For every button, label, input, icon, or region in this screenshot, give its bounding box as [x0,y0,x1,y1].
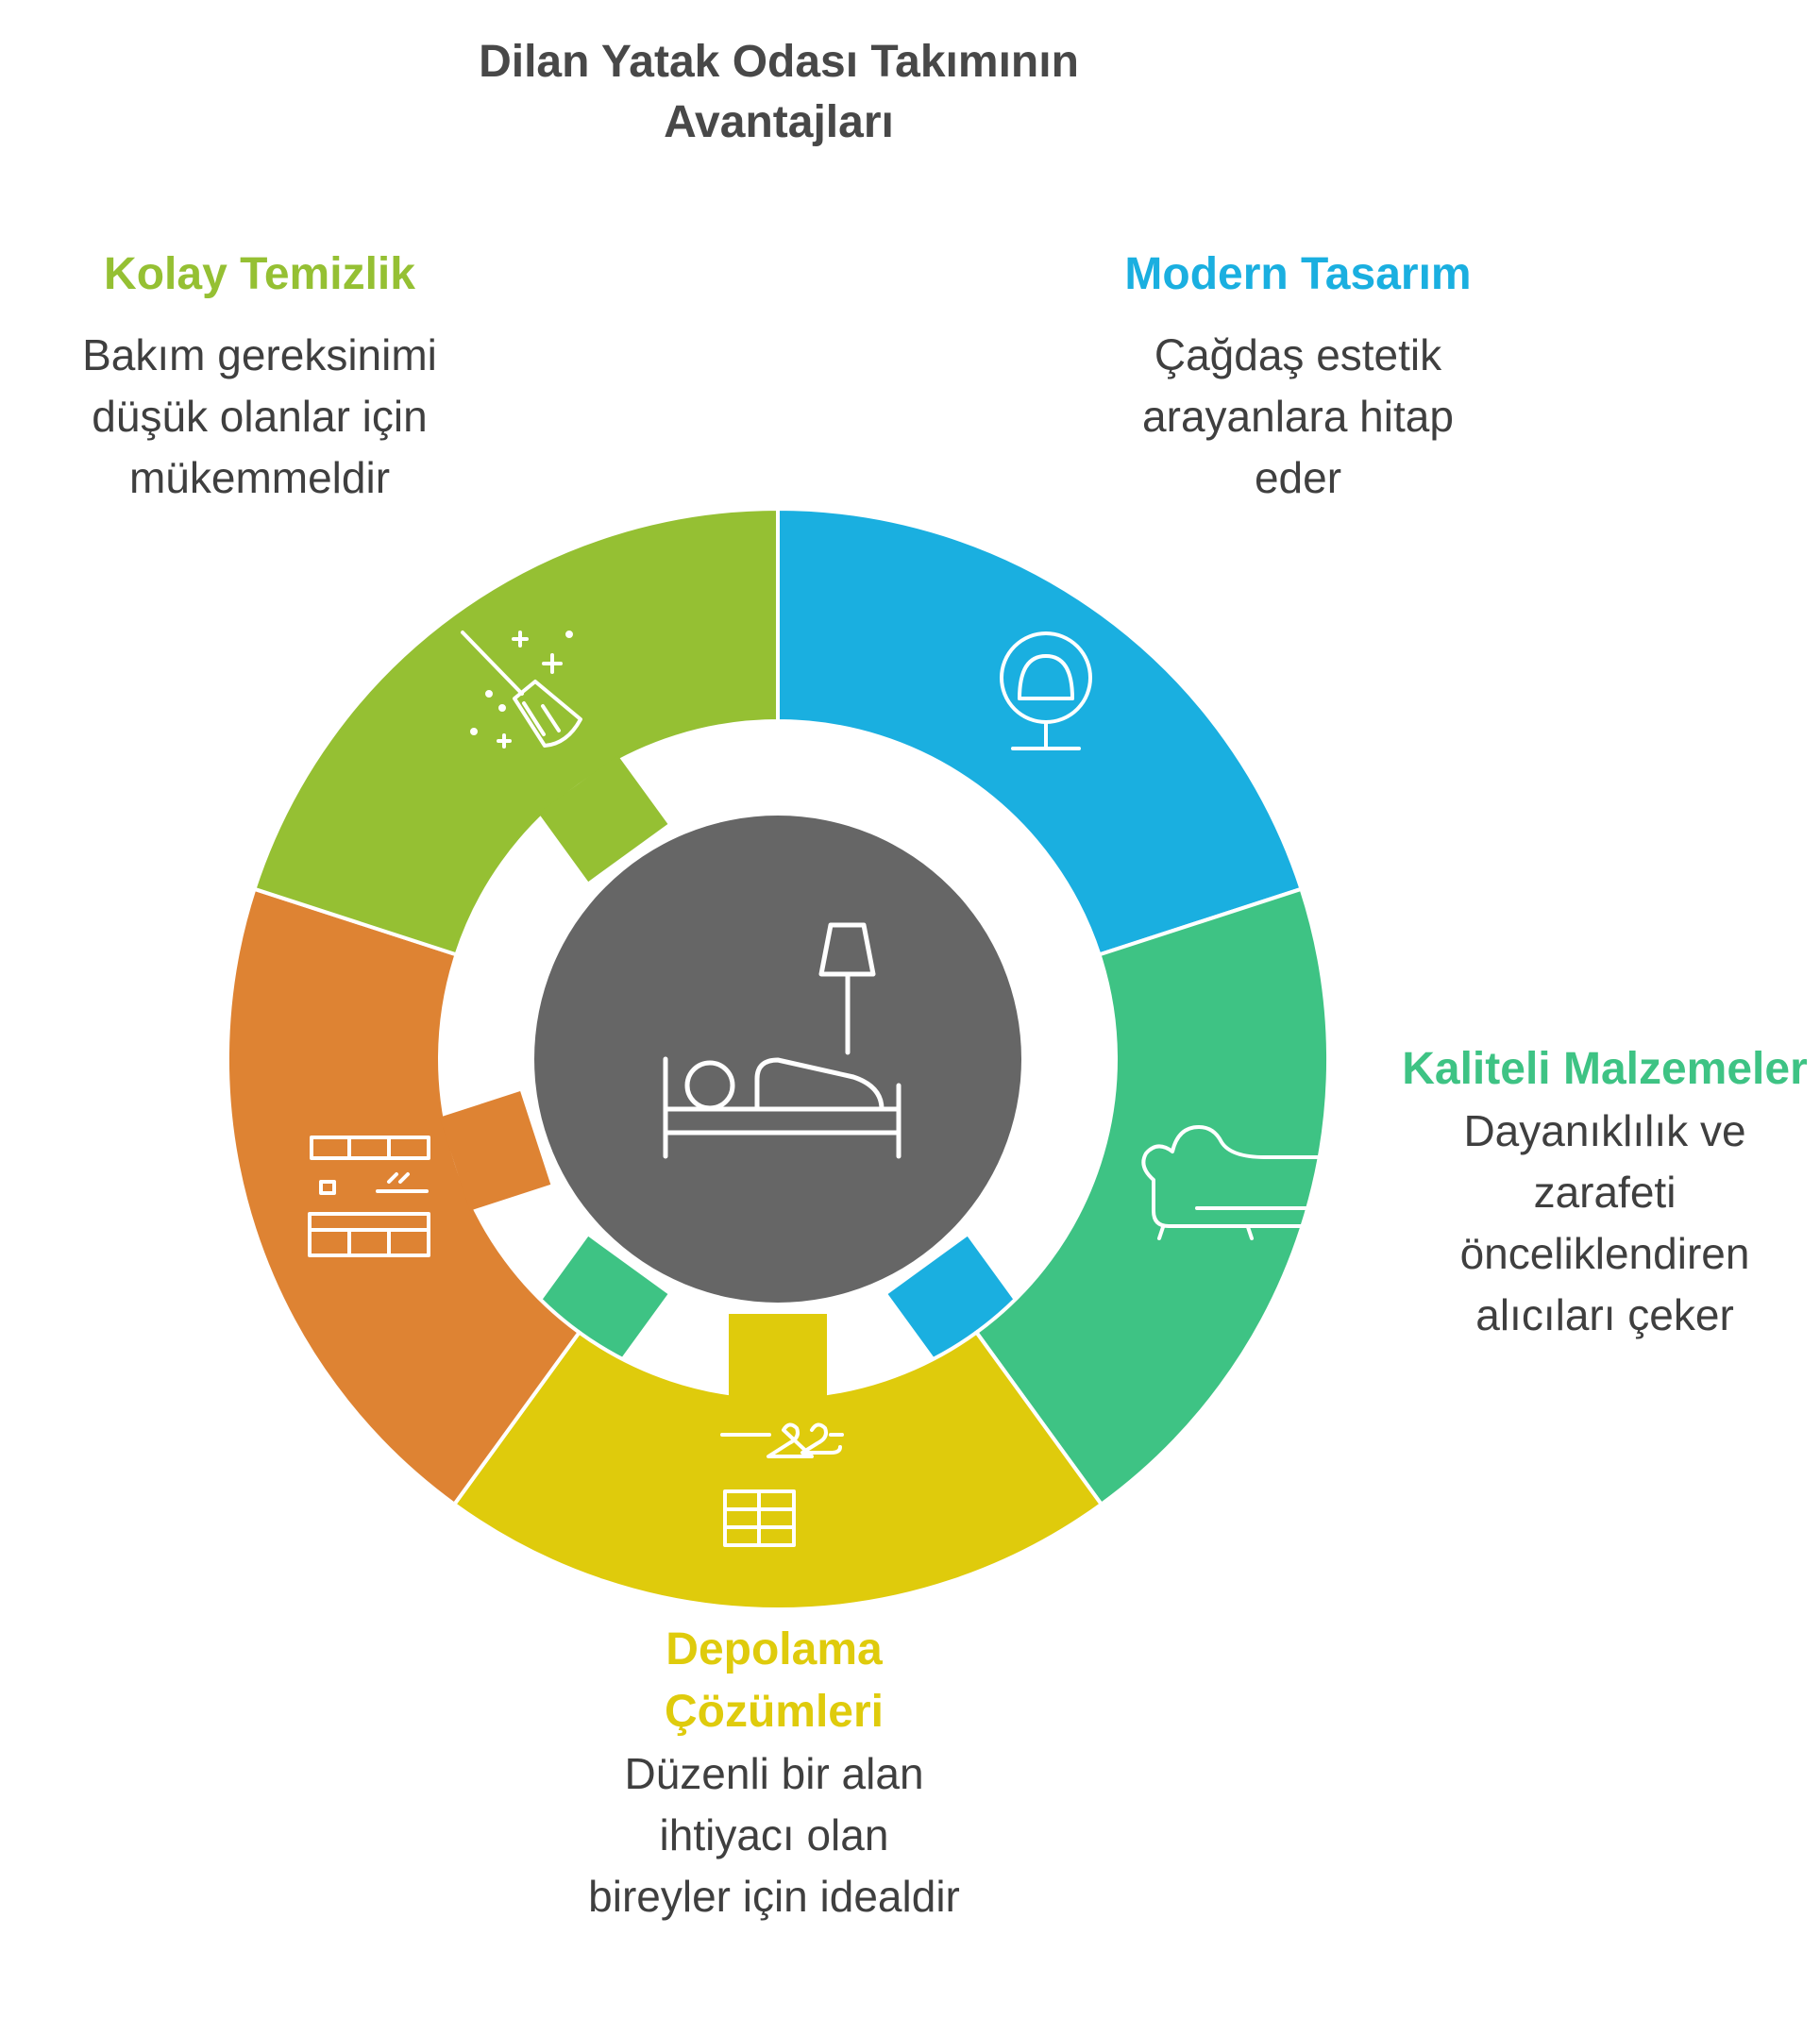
description-quality: Dayanıklılık ve zarafeti önceliklendiren… [1459,1106,1750,1339]
heading-cleaning: Kolay Temizlik [104,249,415,299]
label-storage: Depolama Çözümleri Düzenli bir alan ihti… [585,1619,963,1927]
diagram-title: Dilan Yatak Odası Takımının Avantajları [479,37,1079,147]
segment-modern [776,506,1305,957]
label-cleaning: Kolay Temizlik Bakım gereksinimi düşük o… [38,244,481,509]
kitchen-cabinets-icon [308,1136,430,1257]
heading-storage: Depolama Çözümleri [664,1624,885,1737]
segment-cabinet [225,886,582,1507]
connector-modern [887,1236,1018,1363]
label-modern: Modern Tasarım Çağdaş estetik arayanlara… [1095,244,1501,509]
dresser-hangers-icon [720,1422,844,1547]
description-modern: Çağdaş estetik arayanlara hitap eder [1142,330,1454,502]
label-quality: Kaliteli Malzemeler Dayanıklılık ve zara… [1397,1038,1812,1346]
connector-storage [729,1314,827,1399]
broom-sparkle-icon [461,631,582,749]
heading-quality: Kaliteli Malzemeler [1402,1044,1808,1094]
chaise-sofa-icon [1141,1125,1350,1240]
connector-quality [538,1236,668,1363]
segment-storage [451,1329,1104,1611]
connector-cleaning [538,755,668,883]
connector-cabinet [439,1091,551,1211]
egg-chair-icon [1000,631,1092,750]
bed-with-lamp-icon [663,922,902,1159]
heading-modern: Modern Tasarım [1124,249,1472,299]
description-cleaning: Bakım gereksinimi düşük olanlar için mük… [82,330,437,502]
description-storage: Düzenli bir alan ihtiyacı olan bireyler … [588,1749,960,1921]
segment-cleaning [251,506,780,957]
